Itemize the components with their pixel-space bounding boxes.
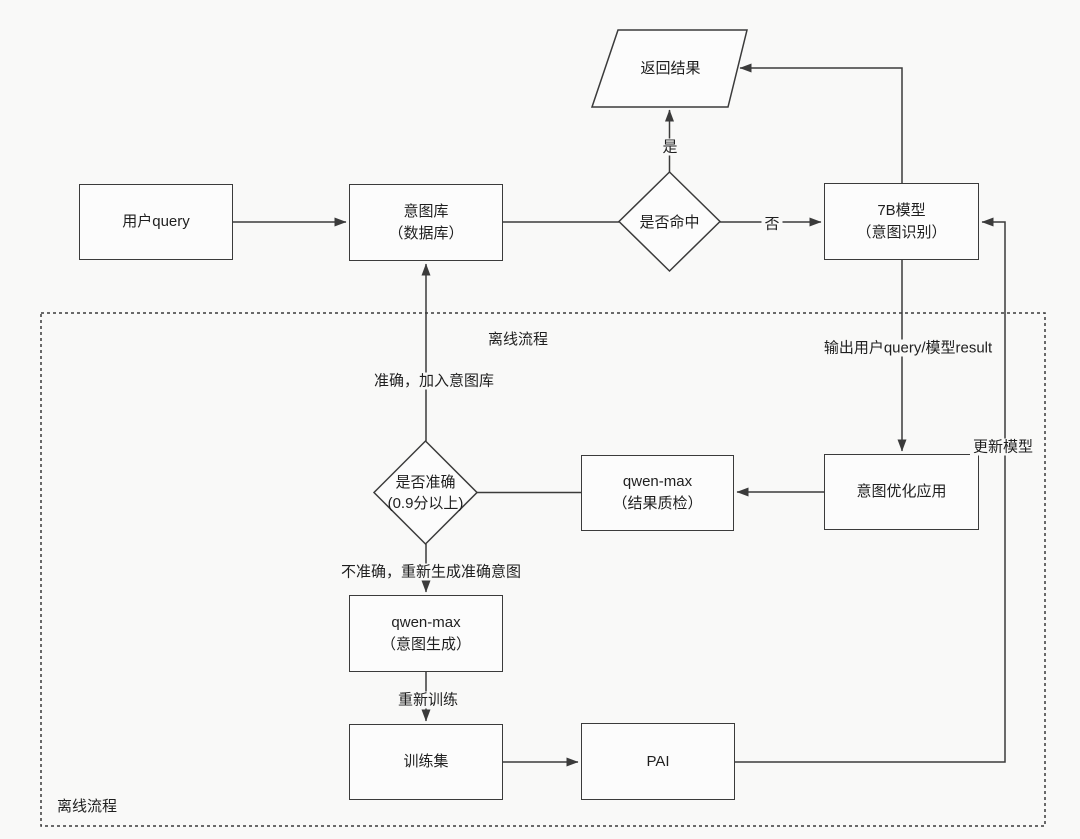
offline-region-label-bottom: 离线流程 [57, 798, 118, 815]
node-user-query-label: 用户query [122, 213, 190, 230]
offline-region-label-top: 离线流程 [488, 331, 549, 348]
node-qwen-max-gen: qwen-max （意图生成） [349, 595, 503, 672]
node-7b-model-line1: 7B模型 [877, 201, 926, 219]
edge-label-inaccurate-regen: 不准确，重新生成准确意图 [337, 563, 525, 581]
node-qwen-max-qc: qwen-max （结果质检） [581, 455, 734, 531]
node-7b-model-line2: （意图识别） [856, 223, 947, 241]
node-qwen-max-gen-line1: qwen-max [391, 613, 461, 631]
output-returnresult-shape [590, 29, 748, 108]
node-qwen-max-qc-line1: qwen-max [622, 473, 693, 490]
edge-label-output-query-result: 输出用户query/模型result [820, 339, 996, 357]
decision-accuracy-shape [372, 439, 479, 546]
decision-hit-shape [617, 170, 722, 273]
node-intent-library: 意图库 （数据库） [349, 184, 503, 261]
node-qwen-max-qc-line2: （结果质检） [612, 495, 703, 512]
edge-label-yes: 是 [659, 138, 681, 156]
node-pai-label: PAI [646, 752, 670, 770]
node-intent-library-line2: （数据库） [388, 224, 464, 242]
node-intent-library-line1: 意图库 [403, 202, 449, 220]
node-intent-opt-app: 意图优化应用 [824, 454, 979, 530]
edge-7bmodel-to-returnresult [739, 63, 903, 183]
node-training-set: 训练集 [349, 724, 503, 800]
edge-label-no: 否 [761, 215, 783, 233]
node-pai: PAI [581, 723, 735, 800]
node-user-query: 用户query [79, 184, 233, 260]
node-training-set-label: 训练集 [403, 753, 449, 770]
node-7b-model: 7B模型 （意图识别） [824, 183, 979, 260]
edge-label-retrain: 重新训练 [394, 691, 462, 709]
node-intent-opt-app-label: 意图优化应用 [856, 483, 947, 500]
node-qwen-max-gen-line2: （意图生成） [380, 635, 471, 653]
offline-region-border [40, 312, 1046, 827]
edge-label-accurate-add: 准确，加入意图库 [370, 372, 498, 390]
edge-pai-updatemodel-to-7bmodel [735, 217, 1006, 763]
edge-label-update-model: 更新模型 [969, 438, 1037, 456]
